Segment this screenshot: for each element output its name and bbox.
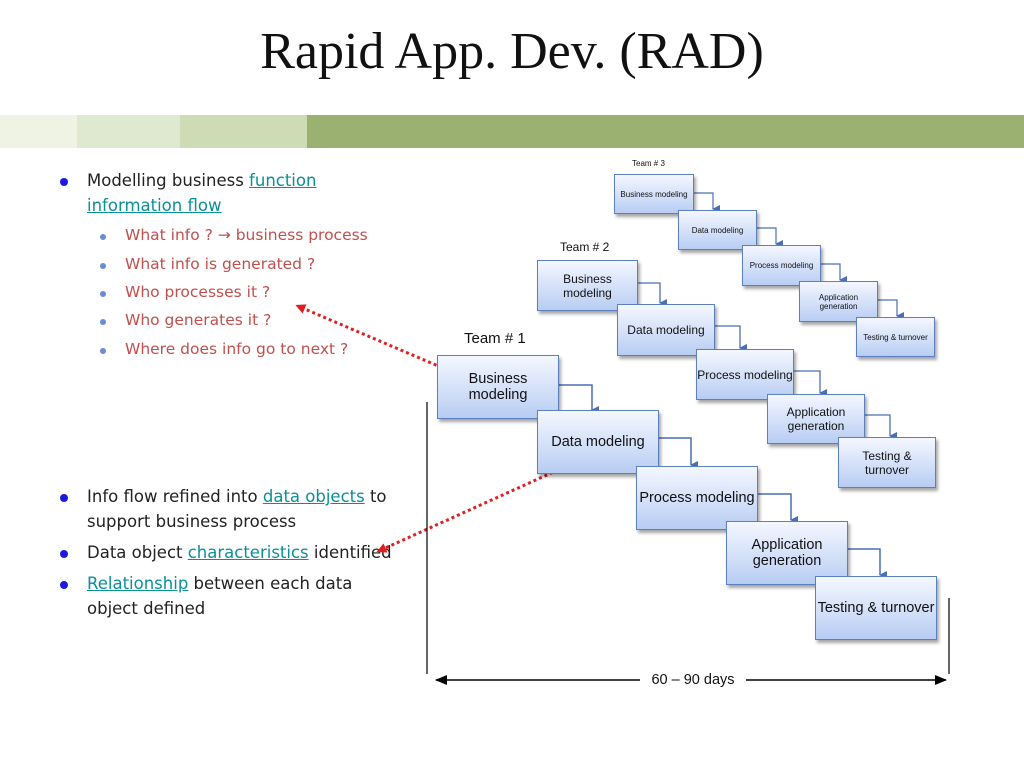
- sub-bullet-dot-icon: [100, 234, 106, 240]
- team3-business-modeling: Business modeling: [614, 174, 694, 214]
- sub-bullet: Who generates it ?: [100, 311, 271, 329]
- bullet-text: Modelling business: [87, 171, 250, 190]
- sub-bullet-dot-icon: [100, 348, 106, 354]
- slide-title: Rapid App. Dev. (RAD): [260, 23, 764, 80]
- header-band-segment: [0, 115, 77, 148]
- header-band-segment: [180, 115, 307, 148]
- sub-bullet-dot-icon: [100, 291, 106, 297]
- relationship-link[interactable]: Relationship: [87, 574, 189, 593]
- sub-bullet: What info ? → business process: [100, 226, 368, 244]
- bullet-dot-icon: [60, 550, 68, 558]
- data-objects-link[interactable]: data objects: [262, 487, 365, 506]
- duration-label: 60 – 90 days: [640, 672, 746, 688]
- function-link[interactable]: function: [249, 171, 317, 190]
- header-band-segment: [77, 115, 180, 148]
- team1-data-modeling: Data modeling: [537, 410, 659, 474]
- team2-data-modeling: Data modeling: [617, 304, 715, 356]
- sub-bullet: Where does info go to next ?: [100, 340, 348, 358]
- bullet-dot-icon: [60, 178, 68, 186]
- bullet-dot-icon: [60, 494, 68, 502]
- team2-application-generation: Application generation: [767, 394, 865, 444]
- sub-bullet: What info is generated ?: [100, 255, 315, 273]
- team1-connectors: [559, 384, 887, 579]
- team2-testing-turnover: Testing & turnover: [838, 437, 936, 488]
- bullet-relationship: Relationship between each data object de…: [60, 571, 412, 621]
- team2-process-modeling: Process modeling: [696, 349, 794, 400]
- sub-bullet-dot-icon: [100, 263, 106, 269]
- team3-process-modeling: Process modeling: [742, 245, 821, 286]
- team2-label: Team # 2: [560, 240, 610, 254]
- information-flow-link[interactable]: information flow: [87, 196, 222, 215]
- team3-data-modeling: Data modeling: [678, 210, 757, 250]
- team3-connectors: [694, 192, 904, 320]
- bullet-dot-icon: [60, 581, 68, 589]
- characteristics-link[interactable]: characteristics: [187, 543, 309, 562]
- team1-process-modeling: Process modeling: [636, 466, 758, 530]
- team1-testing-turnover: Testing & turnover: [815, 576, 937, 640]
- bullet-data-object-characteristics: Data object characteristics identified: [60, 540, 412, 565]
- team2-business-modeling: Business modeling: [537, 260, 638, 311]
- team3-label: Team # 3: [632, 159, 665, 168]
- team1-application-generation: Application generation: [726, 521, 848, 585]
- header-band-segment: [307, 115, 1024, 148]
- bullet-modelling-business: Modelling business function information …: [60, 168, 412, 218]
- team2-connectors: [638, 282, 897, 440]
- red-dotted-connector: [376, 458, 581, 553]
- bullet-info-flow-refined: Info flow refined into data objects to s…: [60, 484, 412, 534]
- team1-label: Team # 1: [464, 330, 526, 347]
- team1-business-modeling: Business modeling: [437, 355, 559, 419]
- team3-testing-turnover: Testing & turnover: [856, 317, 935, 357]
- sub-bullet: Who processes it ?: [100, 283, 270, 301]
- team3-application-generation: Application generation: [799, 281, 878, 322]
- sub-bullet-dot-icon: [100, 319, 106, 325]
